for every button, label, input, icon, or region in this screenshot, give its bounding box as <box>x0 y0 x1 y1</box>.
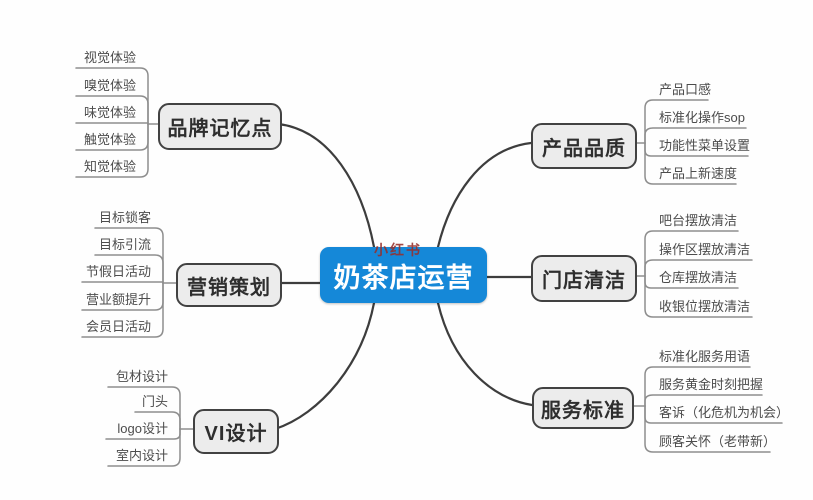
branch-node-store-cleaning[interactable]: 门店清洁 <box>531 255 637 302</box>
branch-node-vi-design[interactable]: VI设计 <box>193 409 279 454</box>
child-node[interactable]: 视觉体验 <box>83 50 136 65</box>
branch-node-service-standard[interactable]: 服务标准 <box>532 387 634 429</box>
branch-node-marketing[interactable]: 营销策划 <box>176 263 282 307</box>
child-node[interactable]: 包材设计 <box>115 369 168 384</box>
child-node[interactable]: 知觉体验 <box>83 159 136 174</box>
child-node[interactable]: 节假日活动 <box>85 264 151 279</box>
child-node[interactable]: 标准化服务用语 <box>659 349 751 364</box>
child-node[interactable]: 嗅觉体验 <box>83 78 136 93</box>
child-node[interactable]: 目标引流 <box>98 237 151 252</box>
child-node[interactable]: logo设计 <box>117 421 168 436</box>
child-node[interactable]: 产品上新速度 <box>659 166 738 181</box>
root-node[interactable]: 奶茶店运营 <box>320 247 487 303</box>
child-node[interactable]: 味觉体验 <box>83 105 136 120</box>
branch-node-brand-memory[interactable]: 品牌记忆点 <box>158 103 282 150</box>
child-node[interactable]: 服务黄金时刻把握 <box>659 377 764 392</box>
child-node[interactable]: 收银位摆放清洁 <box>659 299 751 314</box>
child-connectors <box>75 67 783 467</box>
child-node[interactable]: 触觉体验 <box>83 132 136 147</box>
child-node[interactable]: 功能性菜单设置 <box>659 138 751 153</box>
child-node[interactable]: 产品口感 <box>659 82 712 97</box>
branch-connectors <box>273 122 534 431</box>
child-node[interactable]: 室内设计 <box>115 448 168 463</box>
child-node[interactable]: 仓库摆放清洁 <box>659 270 738 285</box>
child-node[interactable]: 操作区摆放清洁 <box>659 242 751 257</box>
child-node[interactable]: 客诉（化危机为机会） <box>659 405 790 420</box>
child-node[interactable]: 标准化操作sop <box>659 110 745 125</box>
xiaohongshu-watermark: 小红书 <box>374 242 422 258</box>
child-node[interactable]: 会员日活动 <box>85 319 151 334</box>
child-node[interactable]: 顾客关怀（老带新） <box>659 434 777 449</box>
child-node[interactable]: 门头 <box>141 394 168 409</box>
branch-node-product-quality[interactable]: 产品品质 <box>531 123 637 169</box>
child-node[interactable]: 目标锁客 <box>98 210 151 225</box>
child-node[interactable]: 营业额提升 <box>85 292 151 307</box>
child-node[interactable]: 吧台摆放清洁 <box>659 213 738 228</box>
